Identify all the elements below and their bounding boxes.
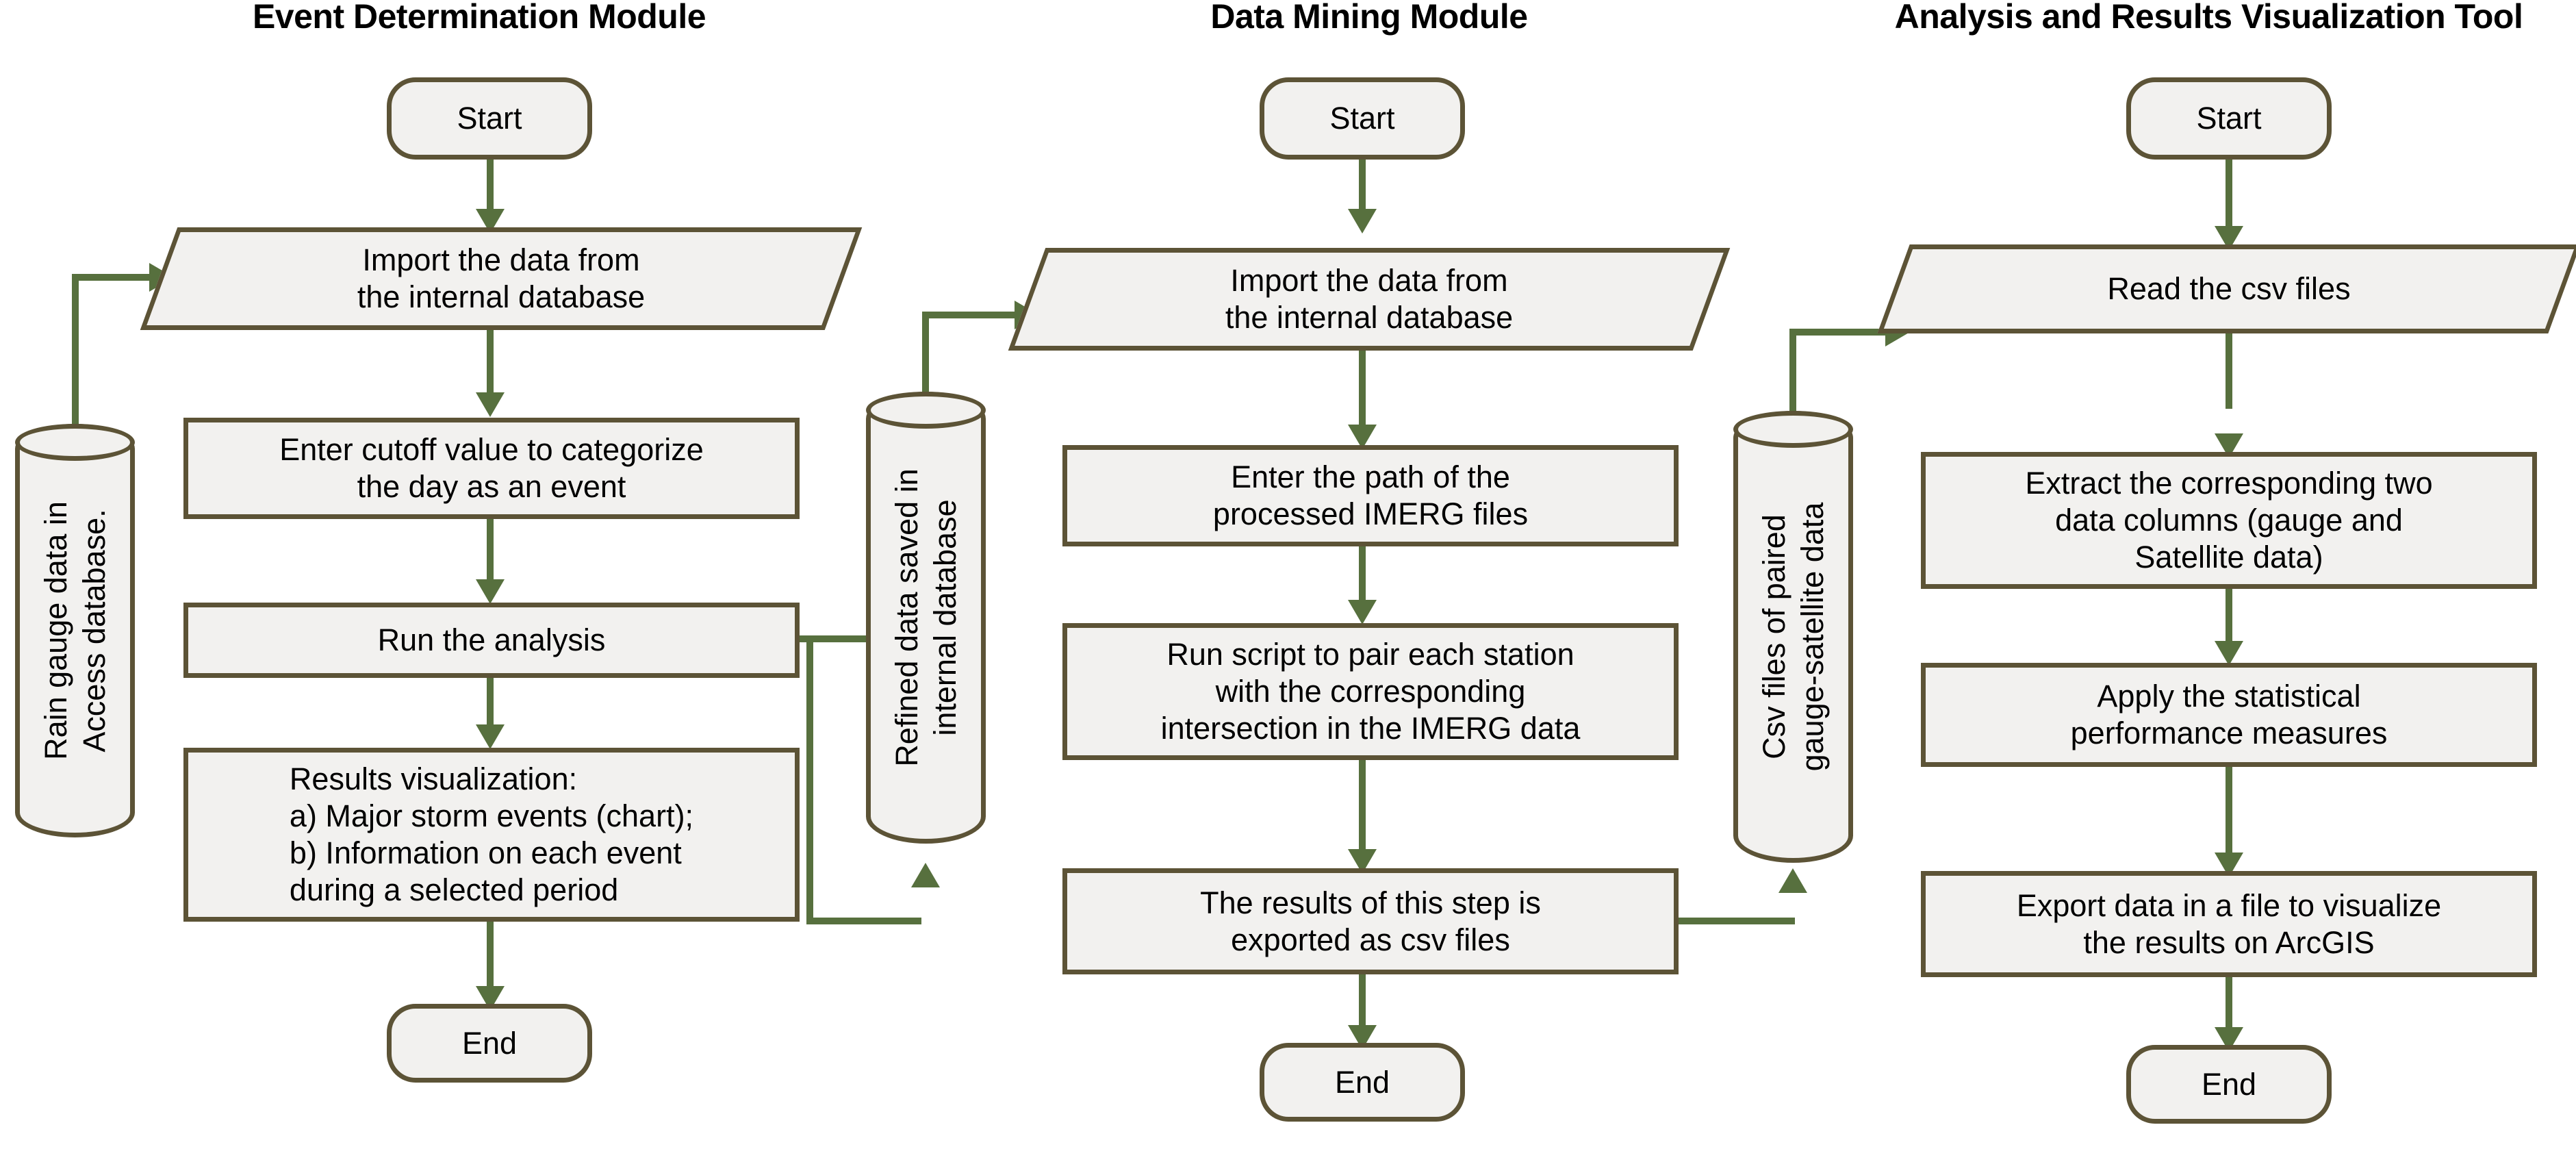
cylinder-body xyxy=(1733,411,1853,863)
process-extract-columns-m3: Extract the corresponding two data colum… xyxy=(1921,452,2537,589)
connector-extract-to-apply-m3 xyxy=(2226,589,2232,649)
process-results-visualization-m1-label: Results visualization: a) Major storm ev… xyxy=(289,761,694,907)
process-apply-statistics-m3-label: Apply the statistical performance measur… xyxy=(2070,679,2388,750)
process-run-script-m2: Run script to pair each station with the… xyxy=(1062,623,1679,760)
process-run-analysis-m1-label: Run the analysis xyxy=(377,622,606,657)
connector-datastore-to-import-m1 xyxy=(72,274,153,281)
terminator-start-m3-label: Start xyxy=(2196,101,2262,136)
connector-refined-riser xyxy=(922,312,929,401)
process-extract-columns-m3-label: Extract the corresponding two data colum… xyxy=(2025,466,2433,574)
connector-datastore-riser-m1 xyxy=(72,274,79,426)
terminator-start-m2: Start xyxy=(1260,77,1465,160)
datastore-rain-gauge-m1: Rain gauge data in Access database. xyxy=(15,424,135,837)
process-results-visualization-m1: Results visualization: a) Major storm ev… xyxy=(183,748,800,922)
process-export-csv-m2: The results of this step is exported as … xyxy=(1062,868,1679,974)
terminator-end-m3-label: End xyxy=(2201,1066,2257,1102)
terminator-end-m2-label: End xyxy=(1334,1064,1390,1100)
connector-run-to-refined-h1 xyxy=(800,635,875,642)
arrow-extract-to-apply-m3 xyxy=(2215,641,2243,666)
arrow-path-to-script-m2 xyxy=(1348,600,1377,624)
connector-start-to-import-m1 xyxy=(487,159,494,217)
connector-cutoff-to-run-m1 xyxy=(487,519,494,588)
connector-export-to-csvstore-h xyxy=(1679,918,1795,924)
arrow-run-to-refined xyxy=(911,863,940,887)
arrow-start-to-import-m2 xyxy=(1348,209,1377,233)
arrow-run-to-results-m1 xyxy=(476,724,505,749)
terminator-start-m1-label: Start xyxy=(457,101,522,136)
arrow-cutoff-to-run-m1 xyxy=(476,579,505,604)
cylinder-body xyxy=(15,424,135,837)
terminator-end-m3: End xyxy=(2126,1045,2332,1124)
terminator-start-m1: Start xyxy=(387,77,592,160)
connector-csvstore-to-read-m3 xyxy=(1789,329,1889,336)
connector-start-to-read-m3 xyxy=(2226,159,2232,234)
data-io-import-m1-label: Import the data from the internal databa… xyxy=(357,242,646,314)
datastore-rain-gauge-m1-label: Rain gauge data in Access database. xyxy=(38,501,112,760)
datastore-csv-paired-label: Csv files of paired gauge-satellite data xyxy=(1756,502,1830,772)
process-cutoff-m1-label: Enter cutoff value to categorize the day… xyxy=(279,432,704,504)
process-run-analysis-m1: Run the analysis xyxy=(183,603,800,678)
connector-export-to-end-m2 xyxy=(1359,974,1366,1033)
connector-run-to-results-m1 xyxy=(487,678,494,733)
module-title-event-determination: Event Determination Module xyxy=(252,0,706,36)
process-export-arcgis-m3-label: Export data in a file to visualize the r… xyxy=(2016,887,2442,960)
connector-refined-to-import-m2 xyxy=(922,312,1018,318)
arrow-export-to-csvstore xyxy=(1778,868,1807,893)
terminator-end-m1: End xyxy=(387,1004,592,1083)
connector-results-to-end-m1 xyxy=(487,922,494,994)
connector-export-to-end-m3 xyxy=(2226,977,2232,1035)
process-apply-statistics-m3: Apply the statistical performance measur… xyxy=(1921,663,2537,767)
cylinder-top-ellipse xyxy=(1733,411,1853,448)
terminator-end-m1-label: End xyxy=(461,1025,518,1061)
data-io-import-m2: Import the data from the internal databa… xyxy=(1008,248,1731,351)
connector-run-to-refined-h2 xyxy=(806,918,921,924)
terminator-start-m2-label: Start xyxy=(1329,101,1395,136)
cylinder-top-ellipse xyxy=(15,424,135,461)
datastore-refined-data: Refined data saved in internal database xyxy=(866,392,986,844)
connector-read-to-extract-m3 xyxy=(2226,333,2232,409)
process-export-csv-m2-label: The results of this step is exported as … xyxy=(1200,885,1541,957)
data-io-import-m1: Import the data from the internal databa… xyxy=(140,227,863,330)
process-enter-path-m2: Enter the path of the processed IMERG fi… xyxy=(1062,445,1679,546)
process-run-script-m2-label: Run script to pair each station with the… xyxy=(1160,637,1581,746)
connector-start-to-import-m2 xyxy=(1359,159,1366,217)
connector-csvstore-riser xyxy=(1789,329,1796,419)
data-io-read-csv-m3-label: Read the csv files xyxy=(2107,271,2351,306)
datastore-csv-paired: Csv files of paired gauge-satellite data xyxy=(1733,411,1853,863)
connector-import-to-path-m2 xyxy=(1359,351,1366,433)
data-io-import-m2-label: Import the data from the internal databa… xyxy=(1225,263,1514,335)
terminator-start-m3: Start xyxy=(2126,77,2332,160)
arrow-import-to-cutoff-m1 xyxy=(476,392,505,417)
data-io-read-csv-m3: Read the csv files xyxy=(1877,244,2576,333)
process-export-arcgis-m3: Export data in a file to visualize the r… xyxy=(1921,871,2537,977)
process-cutoff-m1: Enter cutoff value to categorize the day… xyxy=(183,418,800,519)
datastore-refined-data-label: Refined data saved in internal database xyxy=(889,468,962,767)
connector-apply-to-export-m3 xyxy=(2226,767,2232,870)
process-enter-path-m2-label: Enter the path of the processed IMERG fi… xyxy=(1212,459,1529,531)
connector-script-to-export-m2 xyxy=(1359,760,1366,868)
module-title-analysis-visualization: Analysis and Results Visualization Tool xyxy=(1894,0,2523,36)
connector-run-to-refined-v xyxy=(806,635,813,924)
cylinder-top-ellipse xyxy=(866,392,986,429)
connector-import-to-cutoff-m1 xyxy=(487,330,494,401)
module-title-data-mining: Data Mining Module xyxy=(1210,0,1528,36)
connector-path-to-script-m2 xyxy=(1359,546,1366,608)
terminator-end-m2: End xyxy=(1260,1043,1465,1122)
